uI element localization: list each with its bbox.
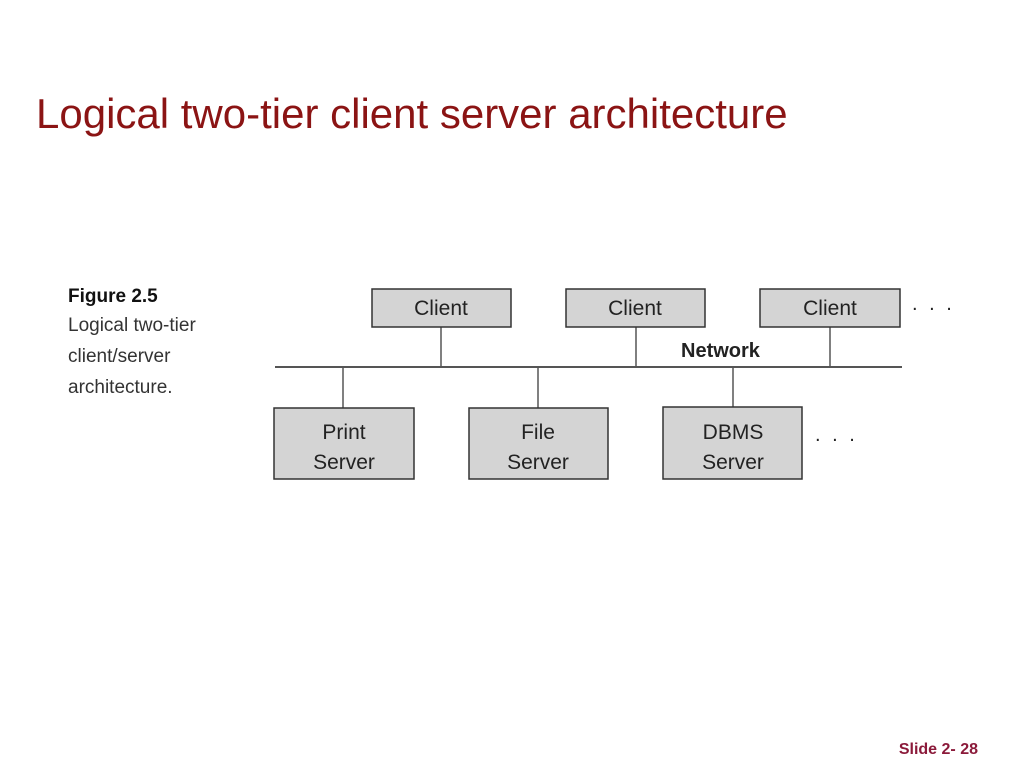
client-box bbox=[759, 288, 901, 328]
client-box bbox=[565, 288, 706, 328]
server-node: DBMS Server bbox=[662, 406, 803, 480]
client-node: Client bbox=[759, 288, 901, 328]
server-box bbox=[468, 407, 609, 480]
server-node: Print Server bbox=[273, 407, 415, 480]
client-label: Client bbox=[803, 297, 857, 320]
client-ellipsis: . . . bbox=[912, 293, 955, 315]
client-node: Client bbox=[565, 288, 706, 328]
server-box bbox=[662, 406, 803, 480]
server-ellipsis: . . . bbox=[815, 424, 858, 446]
slide-number: Slide 2- 28 bbox=[898, 741, 978, 758]
server-label-line2: Server bbox=[702, 451, 764, 474]
figure-caption-text: Logical two-tier client/server architect… bbox=[68, 315, 196, 398]
figure-caption: Figure 2.5 Logical two-tier client/serve… bbox=[68, 284, 268, 403]
server-label-line1: File bbox=[521, 421, 555, 444]
server-label-line1: DBMS bbox=[703, 421, 764, 444]
server-label-line1: Print bbox=[322, 421, 365, 444]
client-box bbox=[371, 288, 512, 328]
client-label: Client bbox=[414, 297, 468, 320]
network-label: Network bbox=[681, 340, 761, 362]
figure-label: Figure 2.5 bbox=[68, 286, 158, 307]
client-node: Client bbox=[371, 288, 512, 328]
server-box bbox=[273, 407, 415, 480]
slide-title: Logical two-tier client server architect… bbox=[36, 90, 788, 137]
client-label: Client bbox=[608, 297, 662, 320]
server-label-line2: Server bbox=[313, 451, 375, 474]
server-node: File Server bbox=[468, 407, 609, 480]
server-label-line2: Server bbox=[507, 451, 569, 474]
